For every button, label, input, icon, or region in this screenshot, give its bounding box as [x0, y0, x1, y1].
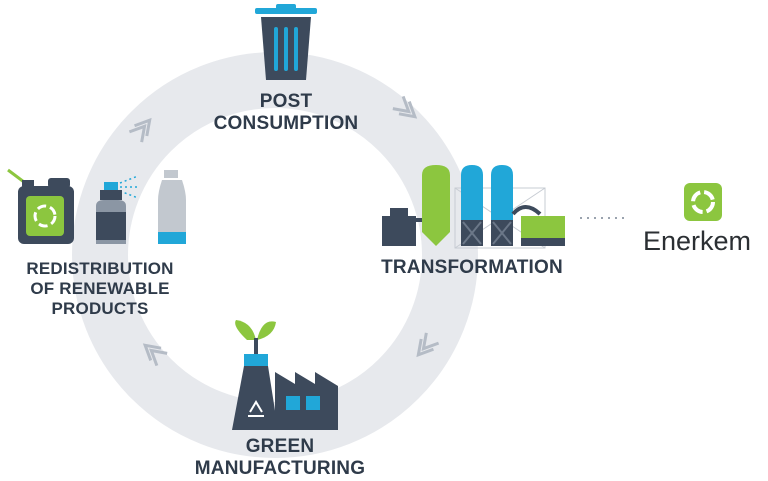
- stage-label-line: MANUFACTURING: [194, 458, 366, 479]
- stage-label-line: GREEN: [245, 436, 315, 457]
- fuel-jerrycan-icon: [7, 168, 74, 244]
- stage-label-line: OF RENEWABLE: [30, 279, 170, 298]
- stage-label-line: POST: [259, 91, 313, 112]
- stage-label-green-manufacturing: GREEN MANUFACTURING: [180, 436, 380, 480]
- biorefinery-plant-icon: [382, 165, 565, 249]
- chevron-up-left-icon: [142, 343, 168, 367]
- stage-label-line: CONSUMPTION: [213, 113, 359, 134]
- trash-can-icon: [255, 4, 317, 80]
- stage-label-redistribution: REDISTRIBUTION OF RENEWABLE PRODUCTS: [10, 259, 190, 319]
- stage-label-post-consumption: POST CONSUMPTION: [196, 91, 376, 135]
- chevron-down-left-icon: [416, 332, 440, 358]
- green-factory-icon: [232, 320, 338, 430]
- chevron-right-down-icon: [392, 95, 418, 119]
- brand-name: Enerkem: [643, 226, 752, 256]
- plastic-bottle-icon: [158, 170, 186, 244]
- stage-label-line: PRODUCTS: [51, 299, 149, 318]
- spray-bottle-icon: [96, 175, 140, 244]
- stage-label-line: TRANSFORMATION: [381, 257, 563, 278]
- stage-label-transformation: TRANSFORMATION: [372, 257, 572, 279]
- chevron-up-right-icon: [128, 117, 152, 143]
- enerkem-logo-icon: [684, 183, 722, 221]
- stage-label-line: REDISTRIBUTION: [26, 259, 174, 278]
